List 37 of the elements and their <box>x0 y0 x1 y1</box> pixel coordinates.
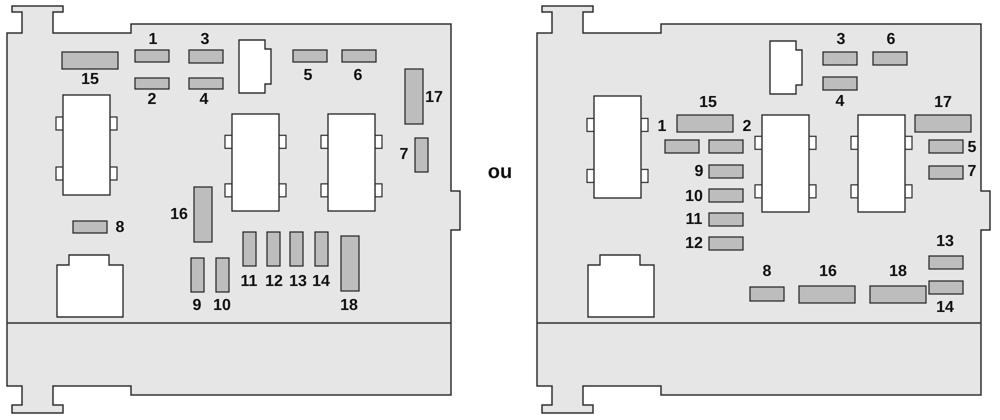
conjunction-text: ou <box>488 162 512 182</box>
fuse-number: 3 <box>836 32 846 48</box>
fuse-number: 16 <box>170 207 188 223</box>
fuse-number: 2 <box>148 92 156 108</box>
fuse-number: 4 <box>836 94 844 110</box>
fuse-number: 18 <box>340 298 358 314</box>
fuse-number: 15 <box>81 72 99 88</box>
fuse-number: 13 <box>936 234 954 250</box>
fuse-number: 8 <box>762 264 772 280</box>
fuse-number: 1 <box>658 119 666 135</box>
fuse-number: 6 <box>886 32 896 48</box>
fuse-number: 3 <box>200 32 210 48</box>
fuse-number: 10 <box>685 189 703 205</box>
fuse-number: 18 <box>889 264 907 280</box>
fuse-number: 8 <box>116 220 124 236</box>
fuse-number: 16 <box>819 264 837 280</box>
fuse-number: 12 <box>265 274 283 290</box>
fuse-number: 17 <box>934 95 952 111</box>
fuse-number: 9 <box>192 298 202 314</box>
fuse-number: 11 <box>240 274 258 290</box>
fuse-number: 9 <box>694 164 704 180</box>
fuse-number: 1 <box>148 32 158 48</box>
fuse-number: 13 <box>289 274 307 290</box>
fuse-number: 11 <box>686 212 702 228</box>
fuse-number: 5 <box>968 140 976 156</box>
fuse-number: 5 <box>304 68 312 84</box>
fuse-number: 14 <box>936 300 954 316</box>
fuse-number: 15 <box>699 95 717 111</box>
fuse-number: 12 <box>685 236 703 252</box>
fuse-number: 2 <box>742 119 752 135</box>
fuse-number: 14 <box>312 274 330 290</box>
fuse-number: 4 <box>200 92 208 108</box>
fuse-number: 17 <box>425 90 443 106</box>
fuse-number: 7 <box>968 164 976 180</box>
fuse-number: 7 <box>400 147 408 163</box>
fuse-number: 6 <box>354 68 362 84</box>
fuse-number: 10 <box>213 298 231 314</box>
